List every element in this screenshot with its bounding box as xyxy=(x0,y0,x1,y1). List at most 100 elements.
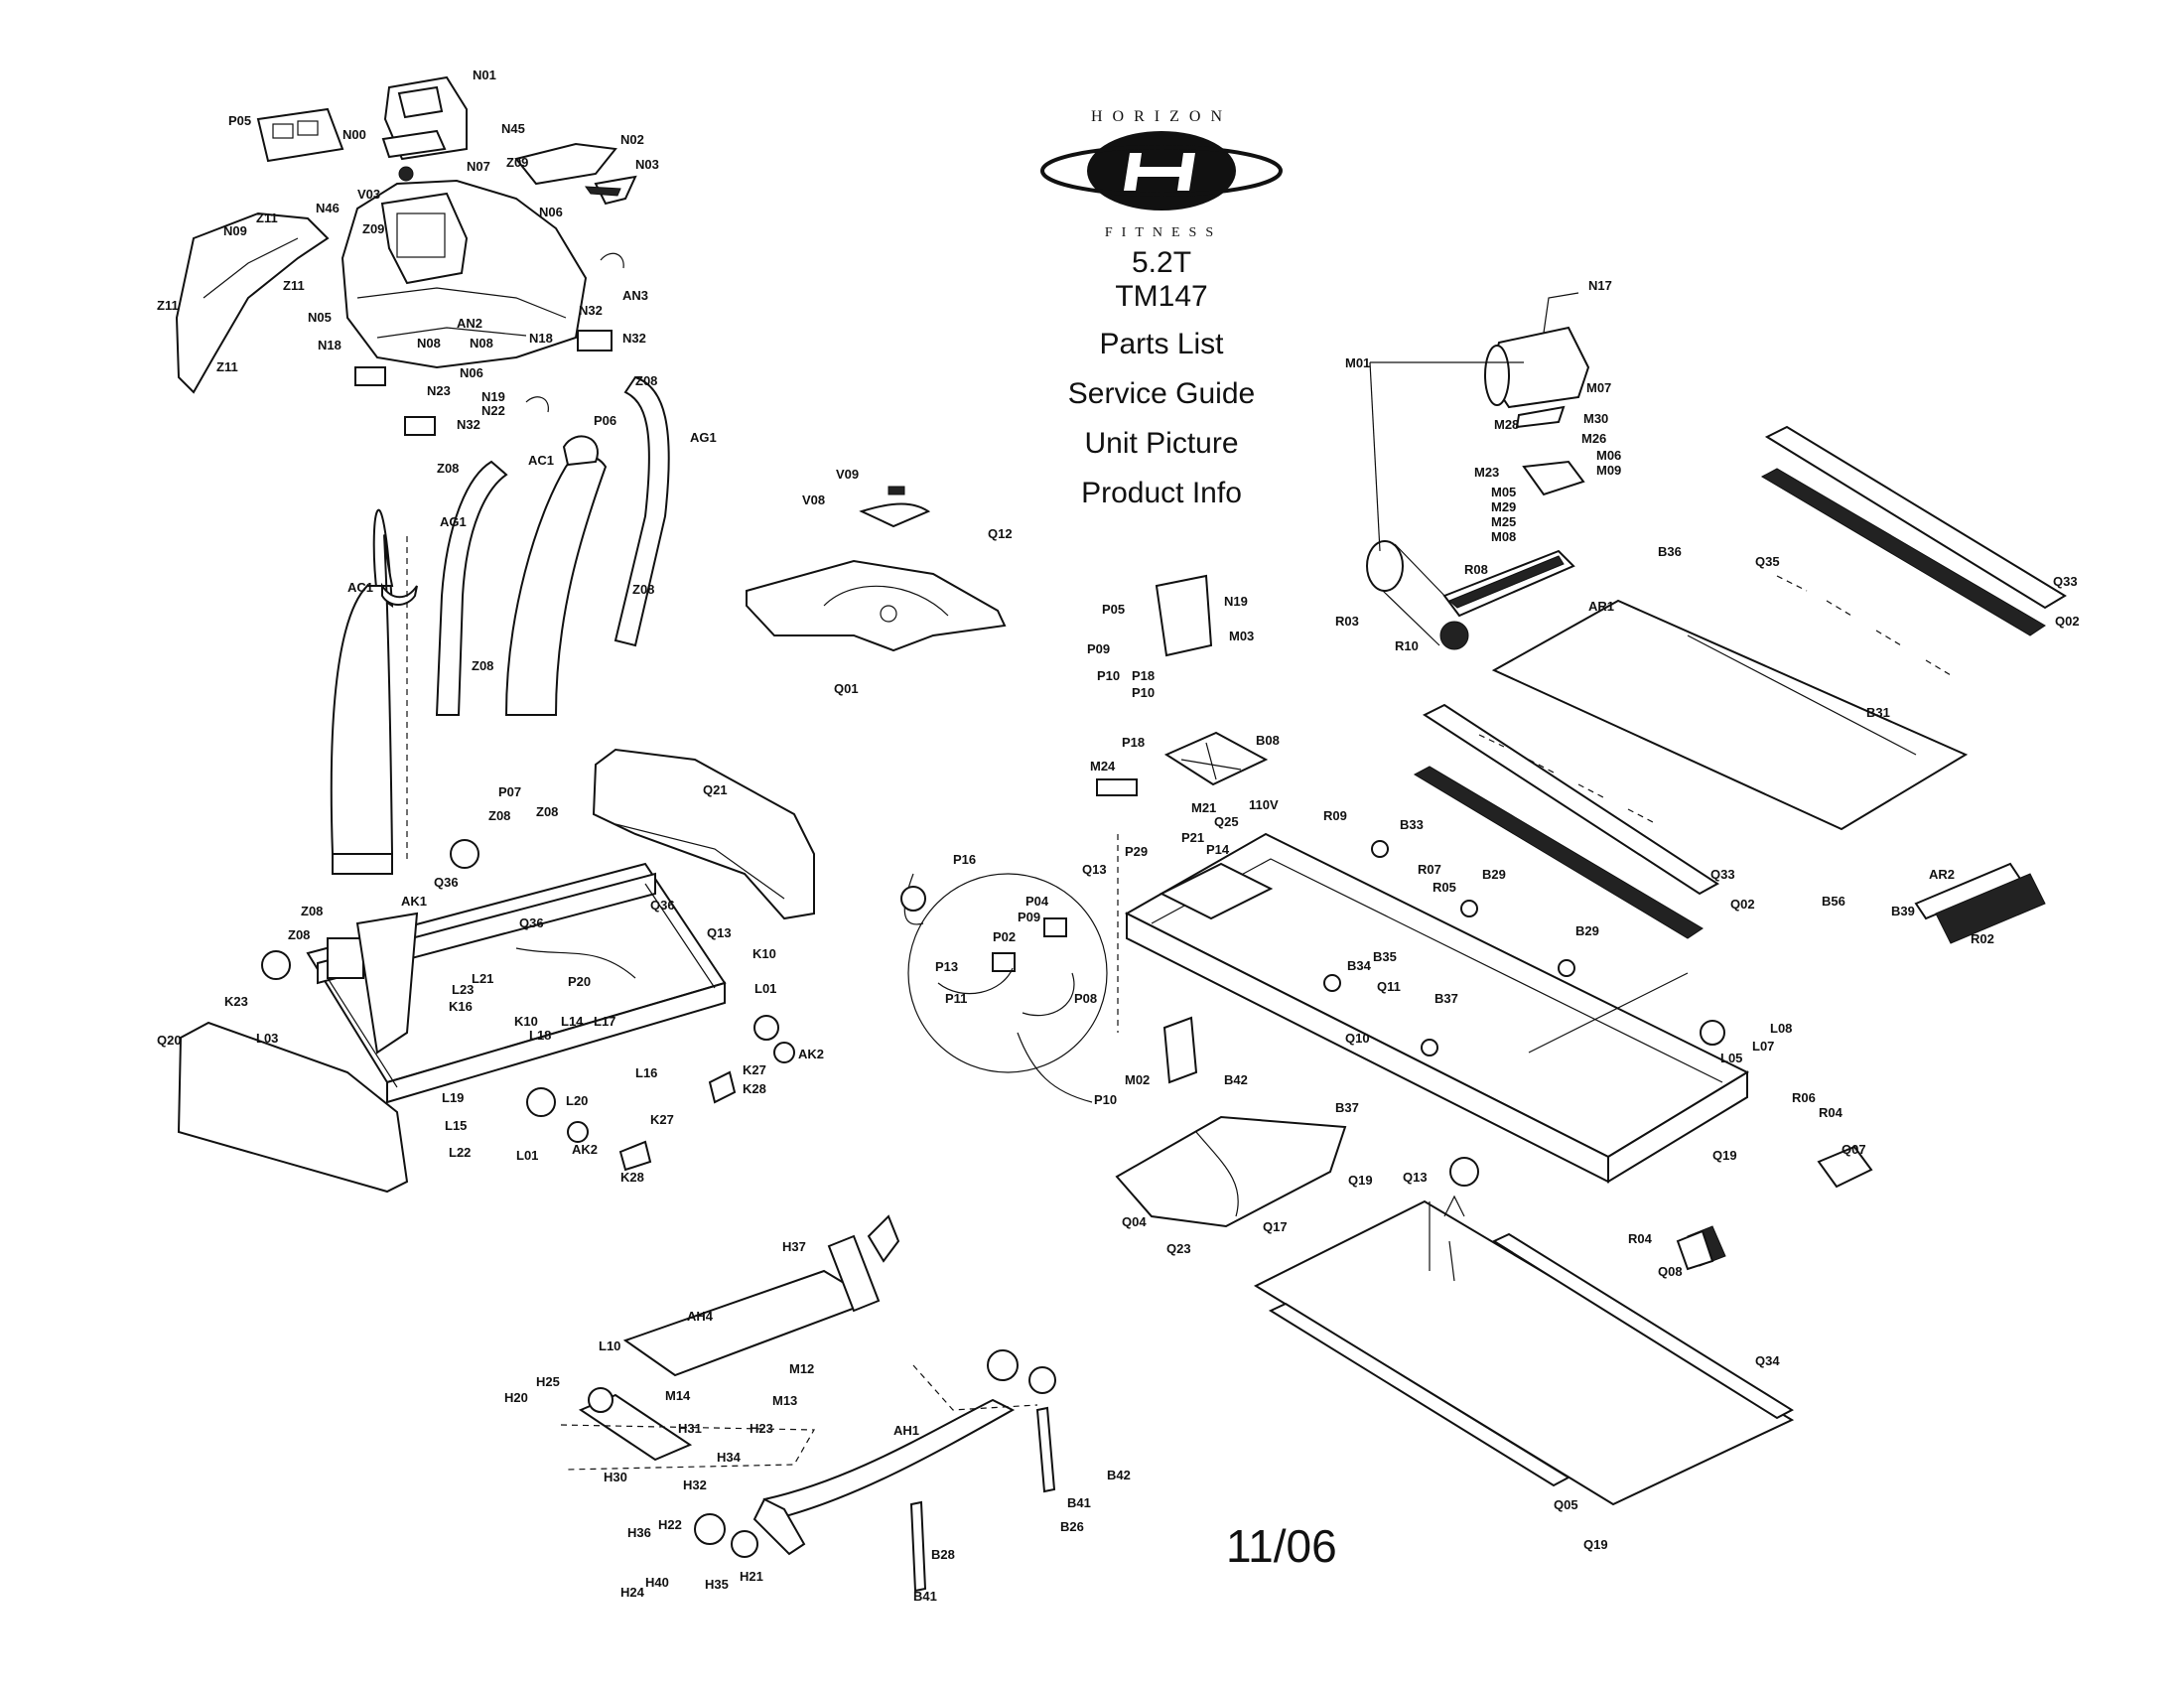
front-tray[interactable] xyxy=(1115,1115,1347,1228)
callout: Q35 xyxy=(1755,554,1780,569)
callout: Z08 xyxy=(488,808,510,823)
callout: N32 xyxy=(457,417,480,432)
callout: M08 xyxy=(1491,529,1516,544)
callout: B39 xyxy=(1891,904,1915,918)
callout: H25 xyxy=(536,1374,560,1389)
upright-tubes[interactable] xyxy=(330,375,670,875)
callout: L07 xyxy=(1752,1039,1774,1054)
callout: M25 xyxy=(1491,514,1516,529)
callout: M21 xyxy=(1191,800,1216,815)
callout: N09 xyxy=(223,223,247,238)
callout: R04 xyxy=(1819,1105,1843,1120)
callout: Q33 xyxy=(1710,867,1735,882)
callout: M02 xyxy=(1125,1072,1150,1087)
callout: Q10 xyxy=(1345,1031,1370,1046)
leader-lines xyxy=(406,361,1524,1271)
callout: L22 xyxy=(449,1145,471,1160)
callout: AN2 xyxy=(457,316,482,331)
callout: B29 xyxy=(1482,867,1506,882)
rear-roller[interactable] xyxy=(1914,862,2046,944)
callout: P07 xyxy=(498,784,521,799)
service-guide-link[interactable]: Service Guide xyxy=(1067,377,1256,410)
lift-assembly[interactable] xyxy=(560,1214,1056,1593)
callout: Q08 xyxy=(1658,1264,1683,1279)
callout: AK2 xyxy=(798,1047,824,1061)
callout: R10 xyxy=(1395,638,1419,653)
callout: Q36 xyxy=(650,898,675,913)
logo-mark: HORIZON FITNESS xyxy=(1040,108,1283,240)
callout: K28 xyxy=(620,1170,644,1185)
callout: M14 xyxy=(665,1388,691,1403)
callout: M09 xyxy=(1596,463,1621,478)
callout: Q33 xyxy=(2053,574,2078,589)
callout: B41 xyxy=(913,1589,937,1604)
unit-picture-link[interactable]: Unit Picture xyxy=(1084,427,1239,460)
callout: L18 xyxy=(529,1028,551,1043)
callout: N08 xyxy=(470,336,493,351)
callout: H32 xyxy=(683,1478,707,1492)
callout: Z08 xyxy=(472,658,493,673)
callout: AN3 xyxy=(622,288,648,303)
parts-list-link[interactable]: Parts List xyxy=(1099,328,1224,360)
title-block: 5.2T TM147 Parts List Service Guide Unit… xyxy=(1003,246,1320,518)
callout: Z08 xyxy=(437,461,459,476)
callout: M05 xyxy=(1491,485,1516,499)
callout: AH1 xyxy=(893,1423,919,1438)
callout: L01 xyxy=(516,1148,538,1163)
callout: L10 xyxy=(599,1338,620,1353)
callout: N17 xyxy=(1588,278,1612,293)
callout: P04 xyxy=(1025,894,1049,909)
callout: N01 xyxy=(473,68,496,82)
callout: Q11 xyxy=(1377,979,1401,994)
horizon-fitness-logo[interactable]: HORIZON FITNESS xyxy=(1032,99,1291,248)
console-assembly[interactable] xyxy=(175,75,637,436)
callout: Q34 xyxy=(1755,1353,1780,1368)
motor-cover[interactable] xyxy=(746,486,1007,652)
callout: N32 xyxy=(622,331,646,346)
callout: N46 xyxy=(316,201,340,215)
main-frame[interactable] xyxy=(1124,832,1750,1187)
callout: P09 xyxy=(1018,910,1040,924)
callout: B42 xyxy=(1224,1072,1248,1087)
model-code: TM147 xyxy=(1115,280,1208,313)
base-frame[interactable] xyxy=(177,748,815,1194)
drive-motor[interactable] xyxy=(1366,292,1590,650)
callout: Z08 xyxy=(288,927,310,942)
end-caps[interactable] xyxy=(1676,1145,1873,1271)
callout: Q20 xyxy=(157,1033,182,1048)
wiring-detail[interactable] xyxy=(900,873,1108,1103)
callout: L20 xyxy=(566,1093,588,1108)
bottom-pan[interactable] xyxy=(1253,1195,1795,1506)
callout: K27 xyxy=(743,1062,766,1077)
callout: M28 xyxy=(1494,417,1519,432)
callout: L03 xyxy=(256,1031,278,1046)
callout: P06 xyxy=(594,413,616,428)
callout: Q19 xyxy=(1348,1173,1373,1188)
callout: P18 xyxy=(1132,668,1155,683)
callout: L05 xyxy=(1720,1051,1742,1065)
callout: Q19 xyxy=(1712,1148,1737,1163)
callout: N18 xyxy=(529,331,553,346)
callout: N19 xyxy=(1224,594,1248,609)
callout: P16 xyxy=(953,852,976,867)
callout: AK2 xyxy=(572,1142,598,1157)
callout: V08 xyxy=(802,493,825,507)
callout: H31 xyxy=(678,1421,702,1436)
callout: B34 xyxy=(1347,958,1372,973)
callout: M29 xyxy=(1491,499,1516,514)
callout: R04 xyxy=(1628,1231,1653,1246)
callout: R02 xyxy=(1971,931,1994,946)
callout: AK1 xyxy=(401,894,427,909)
callout: N22 xyxy=(481,403,505,418)
callout: Q02 xyxy=(1730,897,1755,912)
logo-text-bottom: FITNESS xyxy=(1105,225,1222,240)
callout: AC1 xyxy=(347,580,373,595)
deck-and-rails[interactable] xyxy=(1413,425,2067,939)
motor-controller[interactable] xyxy=(1096,574,1269,796)
callout: V09 xyxy=(836,467,859,482)
product-info-link[interactable]: Product Info xyxy=(1081,477,1242,509)
callout: Z09 xyxy=(506,155,528,170)
callout: M24 xyxy=(1090,759,1116,774)
